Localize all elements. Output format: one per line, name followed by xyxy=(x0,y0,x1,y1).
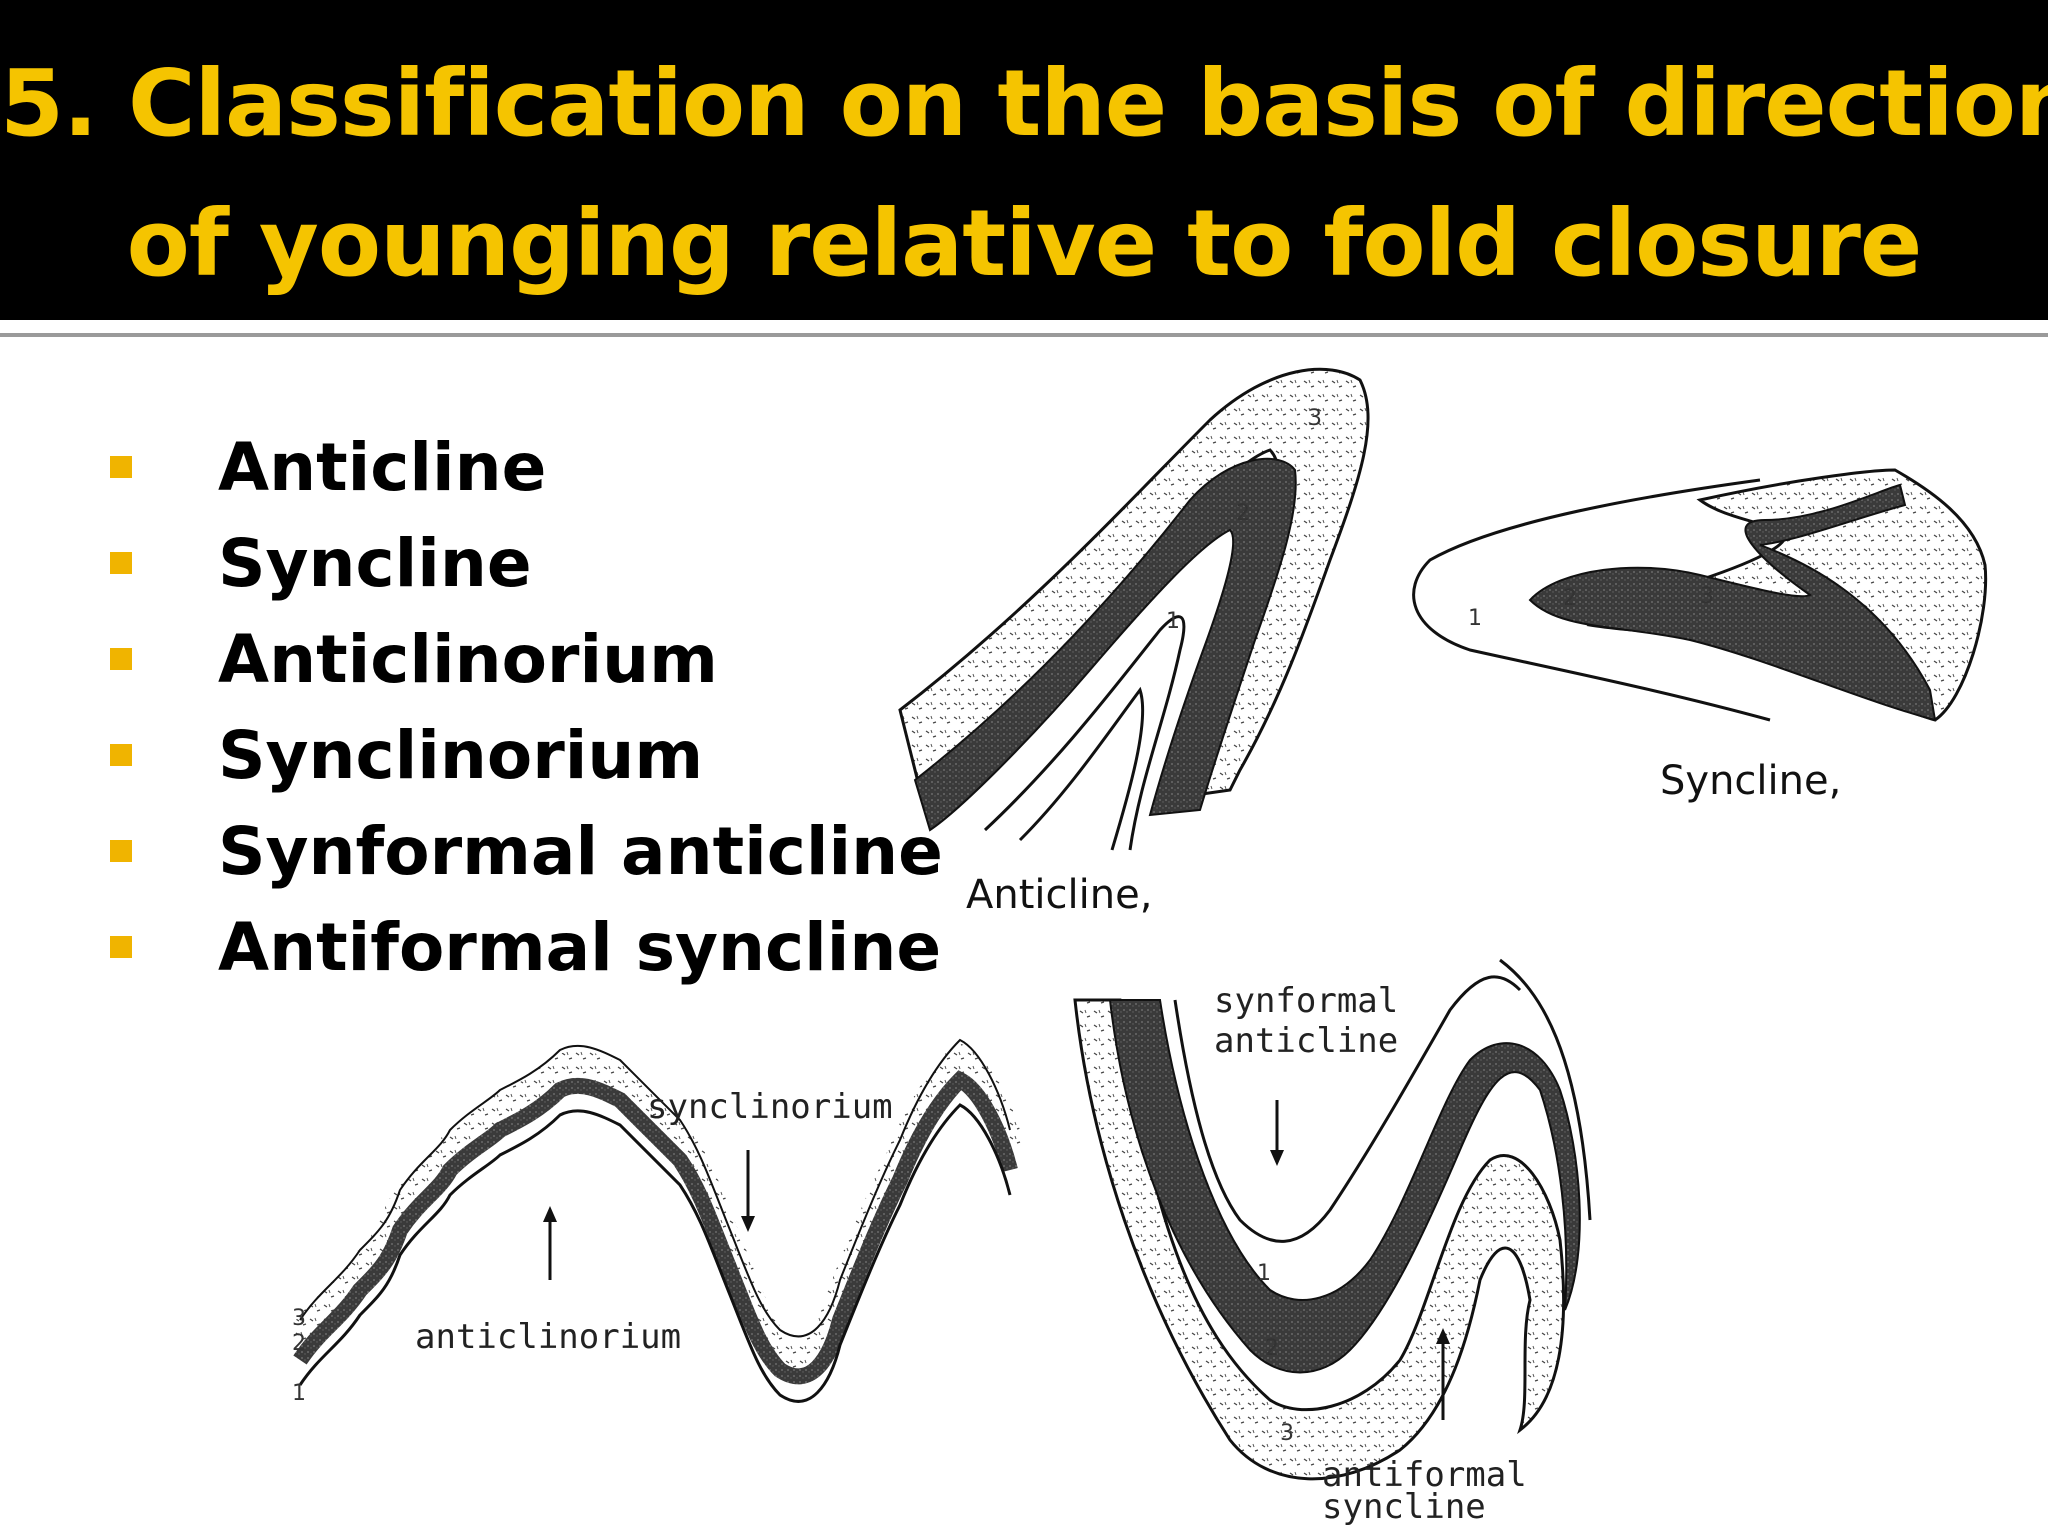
syncline-layer-1-line xyxy=(1412,478,1771,722)
syncline-layer-label-3: 3 xyxy=(1700,584,1714,609)
antiformal-label-line-2: syncline xyxy=(1322,1487,1486,1527)
slide-title-line-2: of younging relative to fold closure xyxy=(126,190,1923,297)
antiformal-syncline-arrowhead-icon xyxy=(1436,1328,1450,1344)
refolded-layer-3 xyxy=(1073,998,1566,1481)
refolded-layer-label-1: 1 xyxy=(1257,1261,1271,1286)
syncline-diagram: 1 2 3 xyxy=(1412,468,1988,722)
synclinorium-arrowhead-icon xyxy=(741,1216,755,1232)
folded-belt-layer-label-3: 3 xyxy=(292,1306,306,1331)
syncline-layer-label-1: 1 xyxy=(1468,606,1482,631)
square-bullet-icon xyxy=(110,456,132,478)
bullet-label: Synformal anticline xyxy=(218,813,943,890)
folded-belt-layer-label-1: 1 xyxy=(292,1381,306,1406)
refolded-layer-label-2: 2 xyxy=(1265,1336,1279,1361)
anticlinorium-label: anticlinorium xyxy=(415,1317,681,1357)
square-bullet-icon xyxy=(110,648,132,670)
syncline-layer-label-2: 2 xyxy=(1563,586,1577,611)
bullet-label: Anticline xyxy=(218,429,547,506)
synclinorium-label: synclinorium xyxy=(647,1087,893,1127)
refolded-diagram: synformal anticline antiformal syncline … xyxy=(1073,958,1592,1527)
anticline-layer-label-3: 3 xyxy=(1308,406,1322,431)
anticline-layer-label-1: 1 xyxy=(1166,609,1180,634)
anticline-core-line xyxy=(1018,686,1145,851)
folded-belt-layer-2 xyxy=(293,1070,1018,1385)
synformal-label-line-1: synformal xyxy=(1214,981,1398,1021)
anticline-diagram: 3 2 1 xyxy=(898,367,1370,851)
refolded-layer-label-3: 3 xyxy=(1280,1421,1294,1446)
refolded-layer-2 xyxy=(1108,999,1581,1374)
title-bar: 5. Classification on the basis of direct… xyxy=(0,0,2048,320)
refolded-layer-1-line xyxy=(1173,975,1522,1243)
synformal-anticline-arrowhead-icon xyxy=(1270,1150,1284,1166)
syncline-caption: Syncline, xyxy=(1660,758,1842,804)
anticlinorium-arrowhead-icon xyxy=(543,1206,557,1222)
folded-belt-top-line xyxy=(299,1038,1011,1338)
synformal-label-line-2: anticline xyxy=(1214,1021,1398,1061)
square-bullet-icon xyxy=(110,744,132,766)
folded-belt-layer-1-line xyxy=(298,1103,1012,1403)
slide-title-line-1: 5. Classification on the basis of direct… xyxy=(0,50,2048,157)
anticline-layer-label-2: 2 xyxy=(1236,501,1250,526)
anticline-layer-1-line xyxy=(983,615,1186,851)
folded-belt-diagram: synclinorium anticlinorium 3 2 1 xyxy=(287,1038,1025,1406)
anticline-caption: Anticline, xyxy=(966,872,1153,918)
anticline-layer-2 xyxy=(913,457,1297,832)
antiformal-label-line-1: antiformal xyxy=(1322,1455,1527,1495)
syncline-layer-2 xyxy=(1528,483,1937,722)
square-bullet-icon xyxy=(110,840,132,862)
refolded-outer-line xyxy=(1499,958,1592,1221)
bullet-label: Syncline xyxy=(218,525,532,602)
square-bullet-icon xyxy=(110,552,132,574)
square-bullet-icon xyxy=(110,936,132,958)
bullet-label: Antiformal syncline xyxy=(218,909,942,986)
bullet-label: Synclinorium xyxy=(218,717,704,794)
bullet-label: Anticlinorium xyxy=(218,621,718,698)
folded-belt-layer-label-2: 2 xyxy=(292,1331,306,1356)
title-divider xyxy=(0,333,2048,337)
